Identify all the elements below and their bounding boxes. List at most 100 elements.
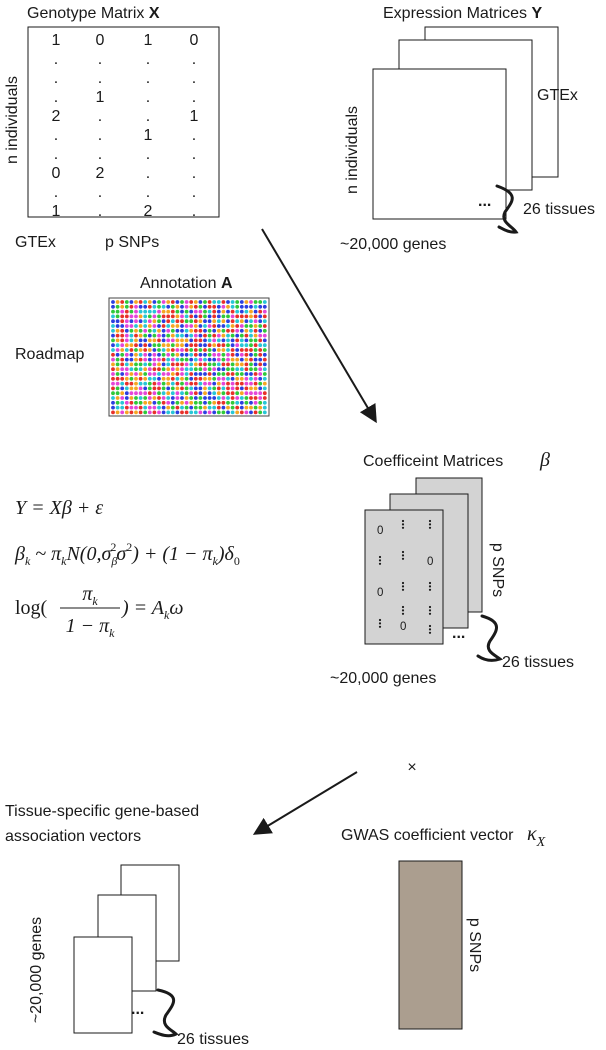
annotation-dot (115, 352, 120, 357)
annotation-dot (111, 352, 115, 357)
annotation-dot (161, 319, 166, 324)
genotype-cell: . (54, 89, 58, 106)
genotype-matrix-box (27, 26, 220, 218)
annotation-dot (184, 372, 189, 376)
annotation-dot (258, 348, 263, 352)
annotation-dot (147, 376, 152, 381)
annotation-dot (166, 309, 171, 314)
annotation-dot (129, 410, 134, 415)
annotation-dot (184, 396, 189, 400)
annotation-dot (170, 376, 175, 381)
expression-source-label: GTEx (537, 87, 578, 104)
annotation-dot (207, 367, 212, 372)
annotation-dot (207, 319, 212, 324)
annotation-dot (230, 352, 235, 357)
annotation-dot (244, 376, 249, 381)
annotation-dot (239, 328, 244, 333)
annotation-dot (198, 300, 203, 304)
annotation-dot (239, 372, 244, 376)
genotype-title: Genotype Matrix X (27, 5, 160, 22)
annotation-dot (129, 348, 134, 352)
annotation-dot (212, 372, 217, 376)
annotation-dot (166, 376, 171, 381)
annotation-dot (115, 343, 120, 348)
annotation-dot (244, 396, 249, 400)
coefficient-ellipsis-dot (428, 631, 432, 634)
annotation-dot (147, 338, 152, 343)
annotation-dot (138, 376, 143, 381)
annotation-dot (120, 338, 125, 343)
annotation-dot (253, 381, 258, 386)
annotation-dot (111, 357, 115, 362)
annotation-dot (138, 348, 143, 352)
annotation-dot (170, 400, 175, 405)
genotype-cell: . (54, 146, 58, 163)
annotation-dot (226, 352, 230, 357)
annotation-dot (134, 400, 138, 405)
annotation-dot (152, 405, 157, 410)
annotation-dot (161, 352, 166, 357)
annotation-dot (203, 396, 207, 400)
annotation-dot (180, 309, 184, 314)
annotation-dot (249, 319, 253, 324)
annotation-dot (253, 386, 258, 391)
annotation-dot (152, 300, 157, 304)
annotation-dot (203, 333, 207, 338)
annotation-dot (161, 328, 166, 333)
annotation-dot (147, 328, 152, 333)
genotype-cell: . (192, 70, 196, 87)
annotation-dot (262, 343, 267, 348)
annotation-dot (134, 324, 138, 328)
annotation-dot (221, 309, 226, 314)
annotation-dot (175, 343, 180, 348)
logit-numerator: πk (82, 583, 98, 608)
annotation-dot (166, 400, 171, 405)
annotation-dot (226, 405, 230, 410)
genotype-cell: . (98, 108, 102, 125)
annotation-dot (258, 309, 263, 314)
annotation-dot (193, 376, 198, 381)
annotation-dot (161, 391, 166, 396)
annotation-dot (129, 400, 134, 405)
annotation-dot (124, 381, 129, 386)
annotation-dot (124, 300, 129, 304)
genotype-cell: 1 (52, 203, 61, 220)
annotation-dot (235, 410, 240, 415)
annotation-dot (138, 386, 143, 391)
annotation-dot (253, 300, 258, 304)
annotation-dot (244, 391, 249, 396)
annotation-dot (216, 362, 221, 367)
annotation-dot (175, 348, 180, 352)
genotype-cell: . (54, 127, 58, 144)
annotation-dot (230, 400, 235, 405)
gwas-coefficient-vector (398, 860, 463, 1030)
annotation-dot (115, 396, 120, 400)
annotation-dot (189, 405, 194, 410)
annotation-dot (230, 304, 235, 309)
annotation-dot (157, 381, 161, 386)
annotation-dot (189, 362, 194, 367)
annotation-dot (129, 405, 134, 410)
annotation-dot (138, 410, 143, 415)
annotation-dot (175, 391, 180, 396)
annotation-dot (111, 396, 115, 400)
annotation-dot (120, 304, 125, 309)
association-row-axis-label: ~20,000 genes (28, 917, 45, 1023)
annotation-dot (134, 362, 138, 367)
annotation-dot (235, 324, 240, 328)
equation-linear-model: Y = Xβ + ε (15, 497, 103, 519)
annotation-dot (147, 309, 152, 314)
annotation-dot (115, 357, 120, 362)
annotation-dot (111, 367, 115, 372)
annotation-dot (189, 367, 194, 372)
annotation-dot (212, 386, 217, 391)
annotation-dot (143, 348, 148, 352)
annotation-dot (161, 410, 166, 415)
annotation-dot (221, 333, 226, 338)
annotation-dot (115, 381, 120, 386)
annotation-dot (235, 357, 240, 362)
annotation-dot (244, 357, 249, 362)
annotation-dot (138, 333, 143, 338)
annotation-dot (216, 405, 221, 410)
